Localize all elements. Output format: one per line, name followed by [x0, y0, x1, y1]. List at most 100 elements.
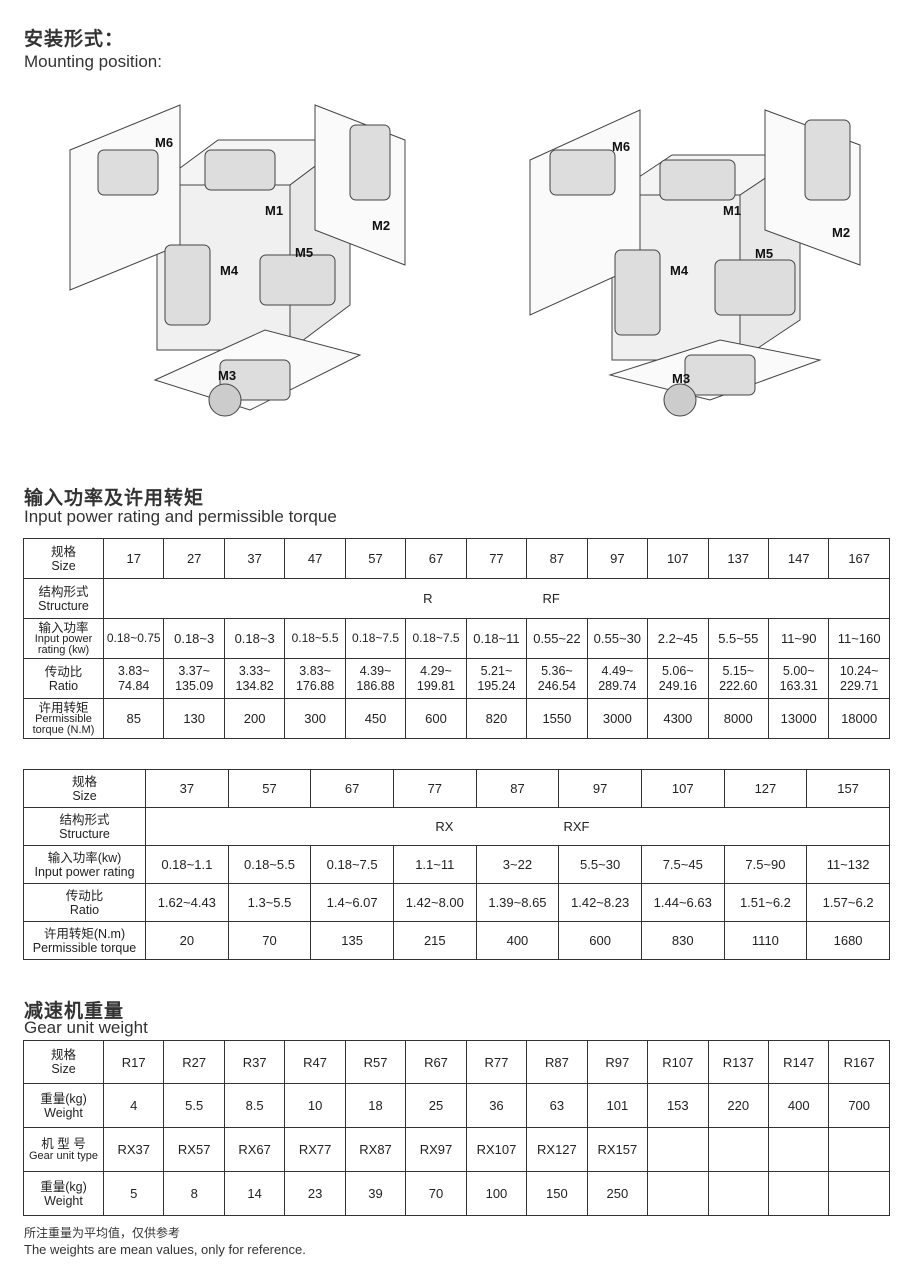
cell: 8.5 — [223, 1083, 286, 1128]
cell: 63 — [526, 1083, 588, 1128]
cell: 67 — [310, 769, 394, 808]
label-m6-left: M6 — [155, 135, 173, 150]
cell: 3000 — [586, 698, 649, 739]
cell: 5.06~249.16 — [647, 658, 709, 699]
cell: 1.51~6.2 — [723, 883, 808, 922]
mounting-diagram-r: M6 M1 M2 M4 M5 M3 — [60, 95, 490, 445]
cell: RX57 — [163, 1127, 225, 1172]
table-row: 许用转矩(N.m)Permissible torque 20 70 135 21… — [23, 921, 890, 960]
label-m5-right: M5 — [755, 246, 773, 261]
cell: 3.33~134.82 — [223, 658, 286, 699]
cell: R167 — [828, 1040, 890, 1084]
row-header-torque: 许用转矩(N.m)Permissible torque — [23, 921, 146, 960]
table-row: 重量(kg)Weight 5 8 14 23 39 70 100 150 250 — [23, 1171, 890, 1216]
cell: 97 — [558, 769, 642, 808]
cell — [828, 1171, 890, 1216]
structure-b: RF — [542, 591, 560, 606]
cell: 4 — [102, 1083, 165, 1128]
cell: 7.5~45 — [640, 845, 725, 884]
cell: RX67 — [223, 1127, 286, 1172]
cell: 600 — [558, 921, 642, 960]
cell: 77 — [465, 538, 528, 579]
cell: 167 — [828, 538, 890, 579]
label-m1-right: M1 — [723, 203, 741, 218]
cell: 27 — [163, 538, 225, 579]
cell: 47 — [284, 538, 346, 579]
cell: R67 — [405, 1040, 467, 1084]
table-row: 输入功率(kw)Input power rating 0.18~1.1 0.18… — [23, 845, 890, 884]
cell: 37 — [145, 769, 229, 808]
cell: R147 — [767, 1040, 830, 1084]
cell: 77 — [392, 769, 477, 808]
cell — [647, 1171, 709, 1216]
cell: 107 — [647, 538, 709, 579]
mounting-title-cn: 安装形式： — [24, 29, 125, 50]
cell: 85 — [102, 698, 165, 739]
cell: 107 — [640, 769, 725, 808]
cell: 0.55~30 — [586, 618, 649, 659]
cell: 11~90 — [767, 618, 830, 659]
cell: 70 — [405, 1171, 467, 1216]
cell: 1.4~6.07 — [310, 883, 394, 922]
cell: 8000 — [707, 698, 769, 739]
cell: RX127 — [526, 1127, 588, 1172]
cell: 20 — [145, 921, 229, 960]
cell: 200 — [223, 698, 286, 739]
cell: 13000 — [767, 698, 830, 739]
cell: 18 — [344, 1083, 407, 1128]
cell: 0.18~0.75 — [102, 618, 165, 659]
cell: 17 — [102, 538, 165, 579]
cell: 0.18~3 — [223, 618, 286, 659]
label-m3-left: M3 — [218, 368, 236, 383]
cell: 147 — [767, 538, 830, 579]
cell: 150 — [526, 1171, 588, 1216]
cell: 0.18~7.5 — [405, 618, 467, 659]
cell: 127 — [723, 769, 808, 808]
cell: 0.18~5.5 — [227, 845, 312, 884]
cell: 0.55~22 — [526, 618, 588, 659]
label-m5-left: M5 — [295, 245, 313, 260]
cell: RX37 — [102, 1127, 165, 1172]
cell: 400 — [475, 921, 560, 960]
cell: R37 — [223, 1040, 286, 1084]
power-title-en: Input power rating and permissible torqu… — [24, 507, 337, 526]
cell: 1550 — [526, 698, 588, 739]
cell: R47 — [284, 1040, 346, 1084]
cell: 5.5~55 — [707, 618, 769, 659]
cell: 97 — [586, 538, 649, 579]
cell: 137 — [707, 538, 769, 579]
cell: 39 — [344, 1171, 407, 1216]
power-title-cn: 输入功率及许用转矩 — [24, 488, 205, 509]
cell: 450 — [344, 698, 407, 739]
row-header-power: 输入功率(kw)Input power rating — [23, 845, 146, 884]
row-header-weight: 重量(kg)Weight — [23, 1083, 104, 1128]
cell: 130 — [163, 698, 225, 739]
cell: 10 — [284, 1083, 346, 1128]
cell: 215 — [392, 921, 477, 960]
cell: 7.5~90 — [723, 845, 808, 884]
cell: 157 — [806, 769, 890, 808]
label-m3-right: M3 — [672, 371, 690, 386]
cell: 0.18~11 — [465, 618, 528, 659]
mounting-diagram-rf: M6 M1 M2 M4 M5 M3 — [520, 95, 900, 445]
cell: 11~132 — [806, 845, 890, 884]
cell: 37 — [223, 538, 286, 579]
cell: 700 — [828, 1083, 890, 1128]
cell: 4300 — [647, 698, 709, 739]
label-m4-right: M4 — [670, 263, 689, 278]
label-m4-left: M4 — [220, 263, 239, 278]
cell — [707, 1127, 769, 1172]
cell: 1.39~8.65 — [475, 883, 560, 922]
cell: R17 — [102, 1040, 165, 1084]
